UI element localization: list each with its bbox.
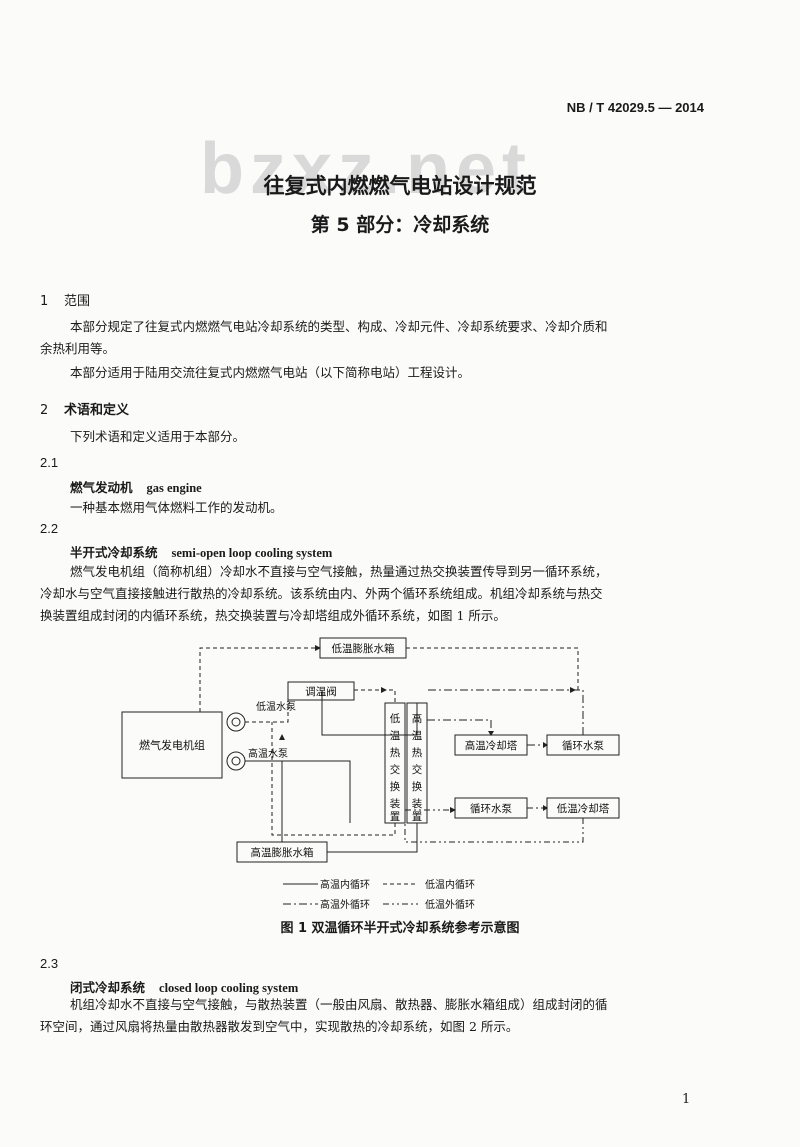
legend-high-outer: 高温外循环 [320, 898, 370, 911]
term-2-3-definition-line-2: 环空间，通过风扇将热量由散热器散发到空气中，实现散热的冷却系统，如图 2 所示。 [40, 1019, 519, 1034]
section-1-paragraph-2: 本部分适用于陆用交流往复式内燃燃气电站（以下简称电站）工程设计。 [70, 365, 471, 380]
high-hx-char: 高 [412, 712, 423, 725]
term-2-2-definition-line-2: 冷却水与空气直接接触进行散热的冷却系统。该系统由内、外两个循环系统组成。机组冷却… [40, 586, 603, 601]
low-hx-char: 温 [390, 730, 401, 742]
label-low-pump: 低温水泵 [256, 700, 296, 713]
legend-low-outer: 低温外循环 [425, 898, 475, 911]
label-circ-pump-mid: 循环水泵 [470, 802, 512, 815]
low-hx-char: 置 [390, 811, 401, 823]
section-1-paragraph-1-cont: 余热利用等。 [40, 341, 116, 356]
label-lt-cooling-tower: 低温冷却塔 [557, 802, 610, 815]
low-hx-char: 热 [390, 746, 401, 759]
term-2-2-definition-line-1: 燃气发电机组（简称机组）冷却水不直接与空气接触，热量通过热交换装置传导到另一循环… [70, 564, 608, 579]
high-hx-char: 温 [412, 730, 423, 742]
low-hx-char: 装 [390, 797, 401, 810]
term-2-1-number: 2.1 [40, 455, 59, 470]
low-pump-icon [226, 712, 246, 732]
low-hx-char: 换 [390, 780, 401, 793]
term-2-3-number: 2.3 [40, 956, 59, 971]
box-genset [121, 711, 223, 779]
term-2-3-definition-line-1: 机组冷却水不直接与空气接触，与散热装置（一般由风扇、散热器、膨胀水箱组成）组成封… [70, 997, 608, 1012]
term-2-1-definition: 一种基本燃用气体燃料工作的发动机。 [70, 500, 283, 515]
low-hx-char: 低 [390, 712, 401, 725]
high-hx-char: 热 [412, 746, 423, 759]
label-valve: 调温阀 [305, 685, 337, 698]
high-pump-icon [226, 751, 246, 771]
section-1-paragraph-1: 本部分规定了往复式内燃燃气电站冷却系统的类型、构成、冷却元件、冷却系统要求、冷却… [70, 319, 608, 334]
document-title: 往复式内燃燃气电站设计规范 [263, 174, 537, 198]
standard-number: NB / T 42029.5 — 2014 [566, 100, 704, 115]
high-hx-char: 装 [412, 797, 423, 810]
label-genset: 燃气发电机组 [139, 738, 205, 752]
high-hx-char: 交 [412, 763, 423, 776]
figure-1-caption: 图 1 双温循环半开式冷却系统参考示意图 [280, 921, 520, 936]
term-2-2-number: 2.2 [40, 521, 59, 536]
watermark: bzxz.net [200, 129, 533, 209]
section-2-intro: 下列术语和定义适用于本部分。 [70, 429, 246, 444]
page-number: 1 [682, 1092, 691, 1107]
label-high-exp-tank: 高温膨胀水箱 [251, 846, 314, 859]
legend-low-inner: 低温内循环 [425, 878, 475, 891]
low-hx-char: 交 [390, 763, 401, 776]
term-2-2-definition-line-3: 换装置组成封闭的内循环系统，热交换装置与冷却塔组成外循环系统，如图 1 所示。 [40, 608, 506, 623]
high-hx-char: 置 [412, 811, 423, 823]
legend-high-inner: 高温内循环 [320, 878, 370, 891]
label-high-pump: 高温水泵 [248, 747, 288, 760]
label-low-exp-tank: 低温膨胀水箱 [332, 642, 395, 655]
document-subtitle: 第 5 部分：冷却系统 [310, 214, 490, 236]
box-valve [287, 681, 355, 701]
label-circ-pump-right: 循环水泵 [562, 739, 604, 752]
high-hx-char: 换 [412, 780, 423, 793]
label-ht-cooling-tower: 高温冷却塔 [465, 739, 518, 752]
